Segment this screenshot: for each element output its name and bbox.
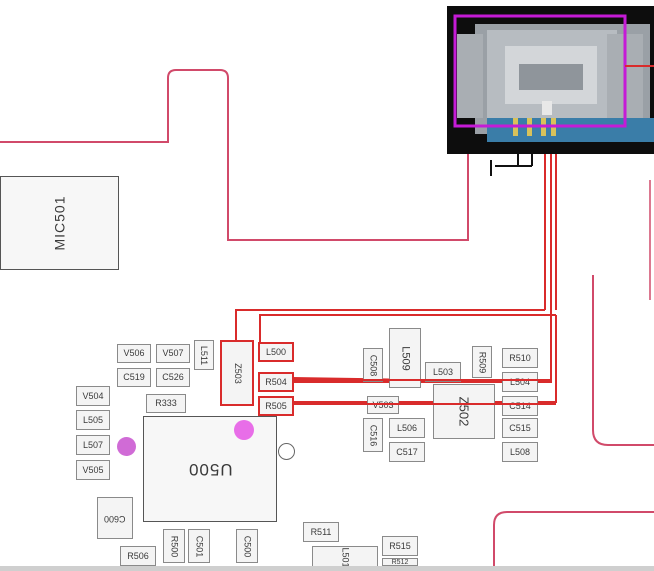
comp-r333: R333 bbox=[146, 394, 186, 413]
comp-c508: C508 bbox=[363, 348, 383, 382]
hole-marker bbox=[278, 443, 295, 460]
comp-r512: R512 bbox=[382, 558, 418, 566]
comp-l501: L501 bbox=[312, 546, 378, 568]
comp-c519: C519 bbox=[117, 368, 151, 387]
pcb-outline-right bbox=[592, 275, 654, 446]
comp-z503: Z503 bbox=[220, 340, 254, 406]
comp-r511: R511 bbox=[303, 522, 339, 542]
comp-r510: R510 bbox=[502, 348, 538, 368]
test-point-marker bbox=[117, 437, 136, 456]
ic-mic501: MIC501 bbox=[0, 176, 119, 270]
comp-l511: L511 bbox=[194, 340, 214, 370]
comp-r515: R515 bbox=[382, 536, 418, 556]
comp-l505: L505 bbox=[76, 410, 110, 430]
comp-z502: Z502 bbox=[433, 384, 495, 439]
comp-v504: V504 bbox=[76, 386, 110, 406]
comp-v507: V507 bbox=[156, 344, 190, 363]
comp-l504: L504 bbox=[502, 372, 538, 392]
comp-l500: L500 bbox=[258, 342, 294, 362]
comp-v505: V505 bbox=[76, 460, 110, 480]
ic-u500: U500 bbox=[143, 416, 277, 522]
comp-r509: R509 bbox=[472, 346, 492, 378]
pcb-outline-bottom-right bbox=[493, 511, 654, 566]
comp-c517: C517 bbox=[389, 442, 425, 462]
comp-r504: R504 bbox=[258, 372, 294, 392]
pin1-marker bbox=[234, 420, 254, 440]
comp-r505: R505 bbox=[258, 396, 294, 416]
comp-l503: L503 bbox=[425, 362, 461, 382]
comp-r500: R500 bbox=[163, 529, 185, 563]
pcb-outline-top bbox=[0, 69, 469, 241]
ic-u500-label: U500 bbox=[187, 459, 233, 479]
comp-c514: C514 bbox=[502, 396, 538, 416]
comp-l508: L508 bbox=[502, 442, 538, 462]
comp-l506: L506 bbox=[389, 418, 425, 438]
ic-mic501-label: MIC501 bbox=[51, 195, 68, 251]
comp-r506: R506 bbox=[120, 546, 156, 566]
comp-l507: L507 bbox=[76, 435, 110, 455]
comp-c501: C501 bbox=[188, 529, 210, 563]
comp-c516: C516 bbox=[363, 418, 383, 452]
comp-v506: V506 bbox=[117, 344, 151, 363]
usb-connector-photo bbox=[447, 6, 654, 154]
comp-c600: C600 bbox=[97, 497, 133, 539]
connector-highlight-box bbox=[453, 14, 627, 128]
comp-l509: L509 bbox=[389, 328, 421, 388]
usb-connector-graphic bbox=[453, 14, 654, 142]
comp-c515: C515 bbox=[502, 418, 538, 438]
bottom-edge-strip bbox=[0, 566, 654, 571]
comp-c500: C500 bbox=[236, 529, 258, 563]
comp-v503: V503 bbox=[367, 396, 399, 414]
comp-c526: C526 bbox=[156, 368, 190, 387]
